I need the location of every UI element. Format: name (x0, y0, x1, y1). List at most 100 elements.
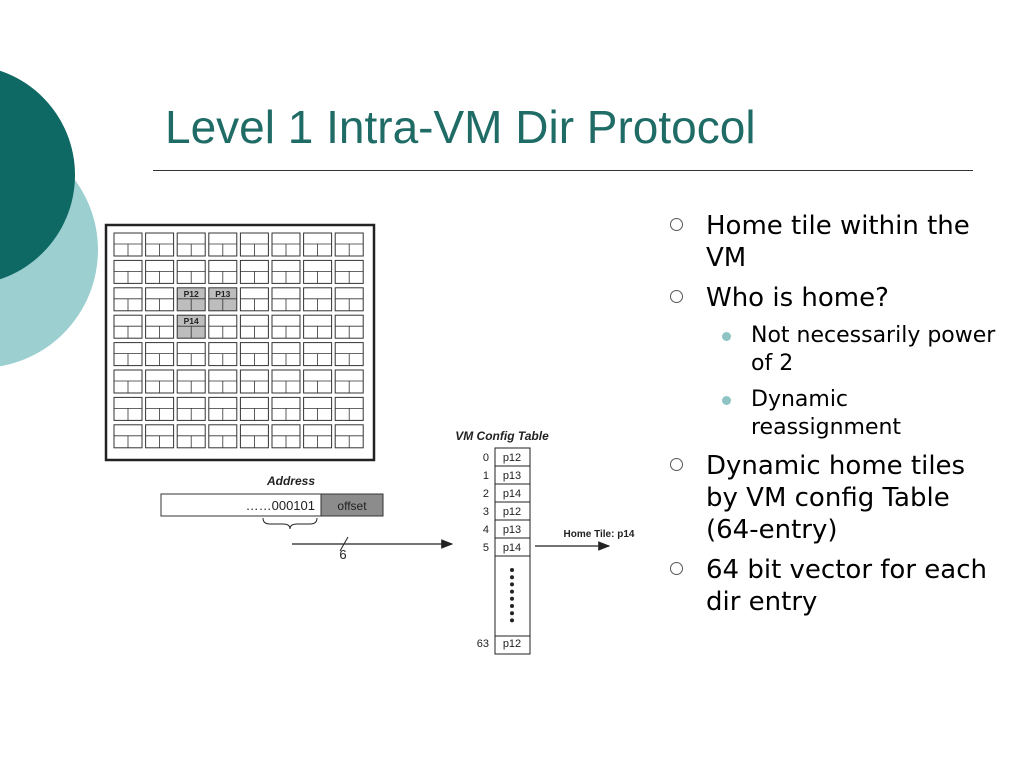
offset-field (320, 493, 384, 517)
tile (239, 342, 269, 367)
table-row-value: p14 (503, 488, 521, 500)
tile (239, 369, 269, 394)
tile (271, 259, 301, 284)
last-row-value: p12 (503, 638, 521, 650)
tile (334, 369, 364, 394)
decorative-circles (0, 70, 98, 367)
tile (239, 259, 269, 284)
table-row-value: p12 (503, 506, 521, 518)
table-row: 3 p12 (483, 506, 530, 521)
tile (208, 396, 238, 421)
tile (208, 232, 238, 257)
table-row-index: 4 (483, 524, 489, 536)
sub-bullet-item: Not necessarily power of 2 (670, 322, 1000, 378)
tile (239, 314, 269, 339)
tile (271, 369, 301, 394)
bit-width-slash (339, 536, 349, 552)
tile (145, 314, 175, 339)
tile (334, 396, 364, 421)
tile (303, 314, 333, 339)
tile (113, 314, 143, 339)
sub-bullet-item: Dynamic reassignment (670, 386, 1000, 442)
tile (176, 369, 206, 394)
table-row: 2 p14 (483, 488, 530, 503)
tile (145, 369, 175, 394)
tile (271, 287, 301, 312)
last-row-index: 63 (477, 638, 489, 650)
tile (303, 342, 333, 367)
table-row-value: p14 (503, 542, 521, 554)
tile (303, 232, 333, 257)
tile (145, 424, 175, 449)
tile (145, 287, 175, 312)
tile-label: P14 (184, 316, 199, 326)
tile (208, 314, 238, 339)
tile (271, 232, 301, 257)
tile (271, 314, 301, 339)
address-value: ……000101 (246, 498, 315, 513)
table-row-index: 2 (483, 488, 489, 500)
result-label: Home Tile: p14 (564, 529, 635, 540)
bullet-text: 64 bit vector for each dir entry (706, 555, 987, 617)
slide-title: Level 1 Intra-VM Dir Protocol (165, 101, 756, 153)
tile (208, 342, 238, 367)
tile (334, 259, 364, 284)
table-row-value: p13 (503, 470, 521, 482)
tile (113, 369, 143, 394)
table-row-index: 1 (483, 470, 489, 482)
tile (113, 232, 143, 257)
dot-icon (722, 396, 731, 405)
tile-label: P13 (215, 289, 230, 299)
tile (303, 369, 333, 394)
tile (208, 259, 238, 284)
vm-config-table: 0 p12 1 p13 2 p14 3 p12 4 p13 5 p14 (483, 447, 531, 655)
tile (145, 259, 175, 284)
tile (113, 342, 143, 367)
tile (334, 287, 364, 312)
sub-bullet-text: Dynamic reassignment (751, 387, 902, 440)
table-row: 5 p14 (483, 542, 530, 557)
table-title: VM Config Table (455, 429, 549, 443)
address-label: Address (266, 474, 315, 488)
tile (334, 232, 364, 257)
hollow-circle-icon (670, 290, 683, 303)
tile (176, 259, 206, 284)
tile (239, 232, 269, 257)
bullet-item: Home tile within the VM (670, 210, 1000, 274)
tile (113, 424, 143, 449)
table-row-value: p13 (503, 524, 521, 536)
bullet-text: Home tile within the VM (706, 211, 970, 273)
tile (239, 287, 269, 312)
tile (334, 424, 364, 449)
tile (176, 342, 206, 367)
tile (271, 396, 301, 421)
tile: P14 (176, 314, 206, 339)
bits-label: 6 (339, 547, 346, 562)
sub-bullet-text: Not necessarily power of 2 (751, 323, 996, 376)
hollow-circle-icon (670, 458, 683, 471)
tile (145, 232, 175, 257)
tile (208, 424, 238, 449)
tile (176, 232, 206, 257)
bullet-item: Dynamic home tiles by VM config Table (6… (670, 450, 1000, 546)
tile (271, 342, 301, 367)
bullet-text: Dynamic home tiles by VM config Table (6… (706, 451, 966, 545)
tile (271, 424, 301, 449)
tile (303, 424, 333, 449)
tile (303, 396, 333, 421)
table-row-index: 5 (483, 542, 489, 554)
tile (239, 396, 269, 421)
table-row-index: 0 (483, 452, 489, 464)
table-row-value: p12 (503, 452, 521, 464)
table-row: 4 p13 (483, 524, 530, 539)
tile (239, 424, 269, 449)
bullet-item: Who is home? (670, 282, 1000, 314)
bullet-text: Who is home? (706, 283, 889, 313)
ellipsis-dots (510, 568, 514, 623)
tile (113, 396, 143, 421)
bullet-item: 64 bit vector for each dir entry (670, 554, 1000, 618)
tile (145, 342, 175, 367)
table-row-index: 3 (483, 506, 489, 518)
tile (145, 396, 175, 421)
